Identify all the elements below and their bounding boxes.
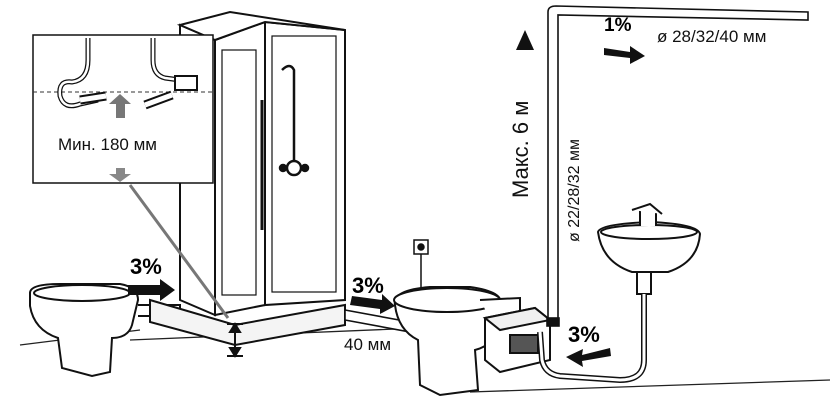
height-dimension-marker [227,322,243,358]
shower-head [278,64,310,177]
bidet-fixture [29,283,181,378]
riser-pipe-diameter: ø 22/28/32 мм [566,139,583,242]
max-height-label: Макс. 6 м [508,100,533,198]
floor-pipe-dimension: 40 мм [344,335,392,354]
basin-slope-label: 3% [568,322,600,347]
basin-flow-arrow [566,348,611,367]
inset-pointer-line [128,184,230,319]
top-flow-arrow [604,46,645,64]
toilet-flow-arrow [350,294,395,314]
toilet-fixture [393,286,521,397]
macerator-pump [482,306,553,374]
toilet-slope-label: 3% [352,273,384,298]
top-slope-label: 1% [604,15,632,36]
bidet-slope-label: 3% [130,254,162,279]
shower-cabin [149,10,346,347]
max-height-arrow [516,30,534,50]
min-height-label: Мин. 180 мм [58,135,157,154]
riser-pipe [546,5,809,327]
bidet-flow-arrow [128,279,175,301]
trap-inset-box [32,34,214,184]
top-pipe-diameter: ø 28/32/40 мм [657,27,767,46]
wash-basin [537,202,702,384]
